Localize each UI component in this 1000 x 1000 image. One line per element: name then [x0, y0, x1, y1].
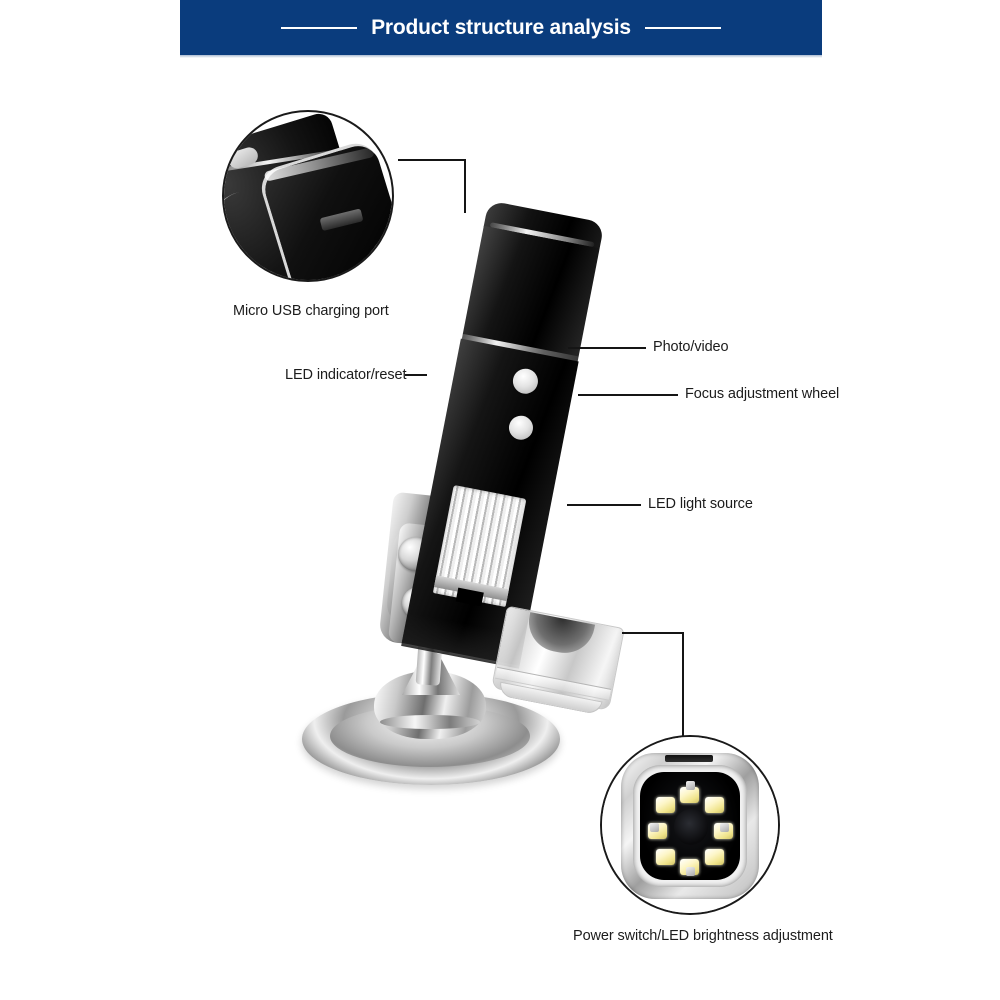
page-header-banner: Product structure analysis [180, 0, 822, 55]
led-lamp-1 [680, 787, 699, 803]
header-rule-right [644, 26, 721, 29]
header-rule-left [281, 26, 358, 29]
led-lamp-6 [656, 849, 675, 865]
led-ring-inset-photo [600, 735, 780, 915]
callout-label-focus-wheel: Focus adjustment wheel [685, 386, 840, 402]
leader-focus-wheel [578, 394, 678, 396]
led-ring-top-bar [665, 755, 713, 762]
leader-power-switch-vertical [682, 632, 684, 738]
callout-label-micro-usb: Micro USB charging port [233, 303, 389, 319]
usb-port-inset-photo [222, 110, 394, 282]
led-pad-bottom [686, 867, 695, 876]
leader-usb-inset-horizontal [398, 159, 466, 161]
page-title: Product structure analysis [371, 15, 631, 39]
callout-label-led-light-source: LED light source [648, 496, 753, 512]
callout-label-photo-video: Photo/video [653, 339, 729, 355]
microscope-barrel [399, 200, 605, 684]
stand-hub-band [380, 715, 480, 729]
leader-led-indicator [405, 374, 427, 376]
led-pad-left [650, 823, 659, 832]
leader-led-light-source [567, 504, 641, 506]
led-pad-right [720, 823, 729, 832]
led-ring-scene [602, 737, 778, 913]
leader-photo-video [568, 347, 646, 349]
leader-usb-inset-vertical [464, 159, 466, 213]
led-ring-center-lens [674, 809, 708, 845]
leader-power-switch-horizontal [622, 632, 684, 634]
product-photo-microscope [290, 195, 690, 815]
callout-label-led-indicator: LED indicator/reset [285, 367, 407, 383]
led-lamp-8 [656, 797, 675, 813]
header-banner-shadow [180, 55, 822, 58]
led-lamp-2 [705, 797, 724, 813]
callout-label-power-switch: Power switch/LED brightness adjustment [573, 928, 833, 944]
led-pad-top [686, 781, 695, 790]
led-lamp-4 [705, 849, 724, 865]
